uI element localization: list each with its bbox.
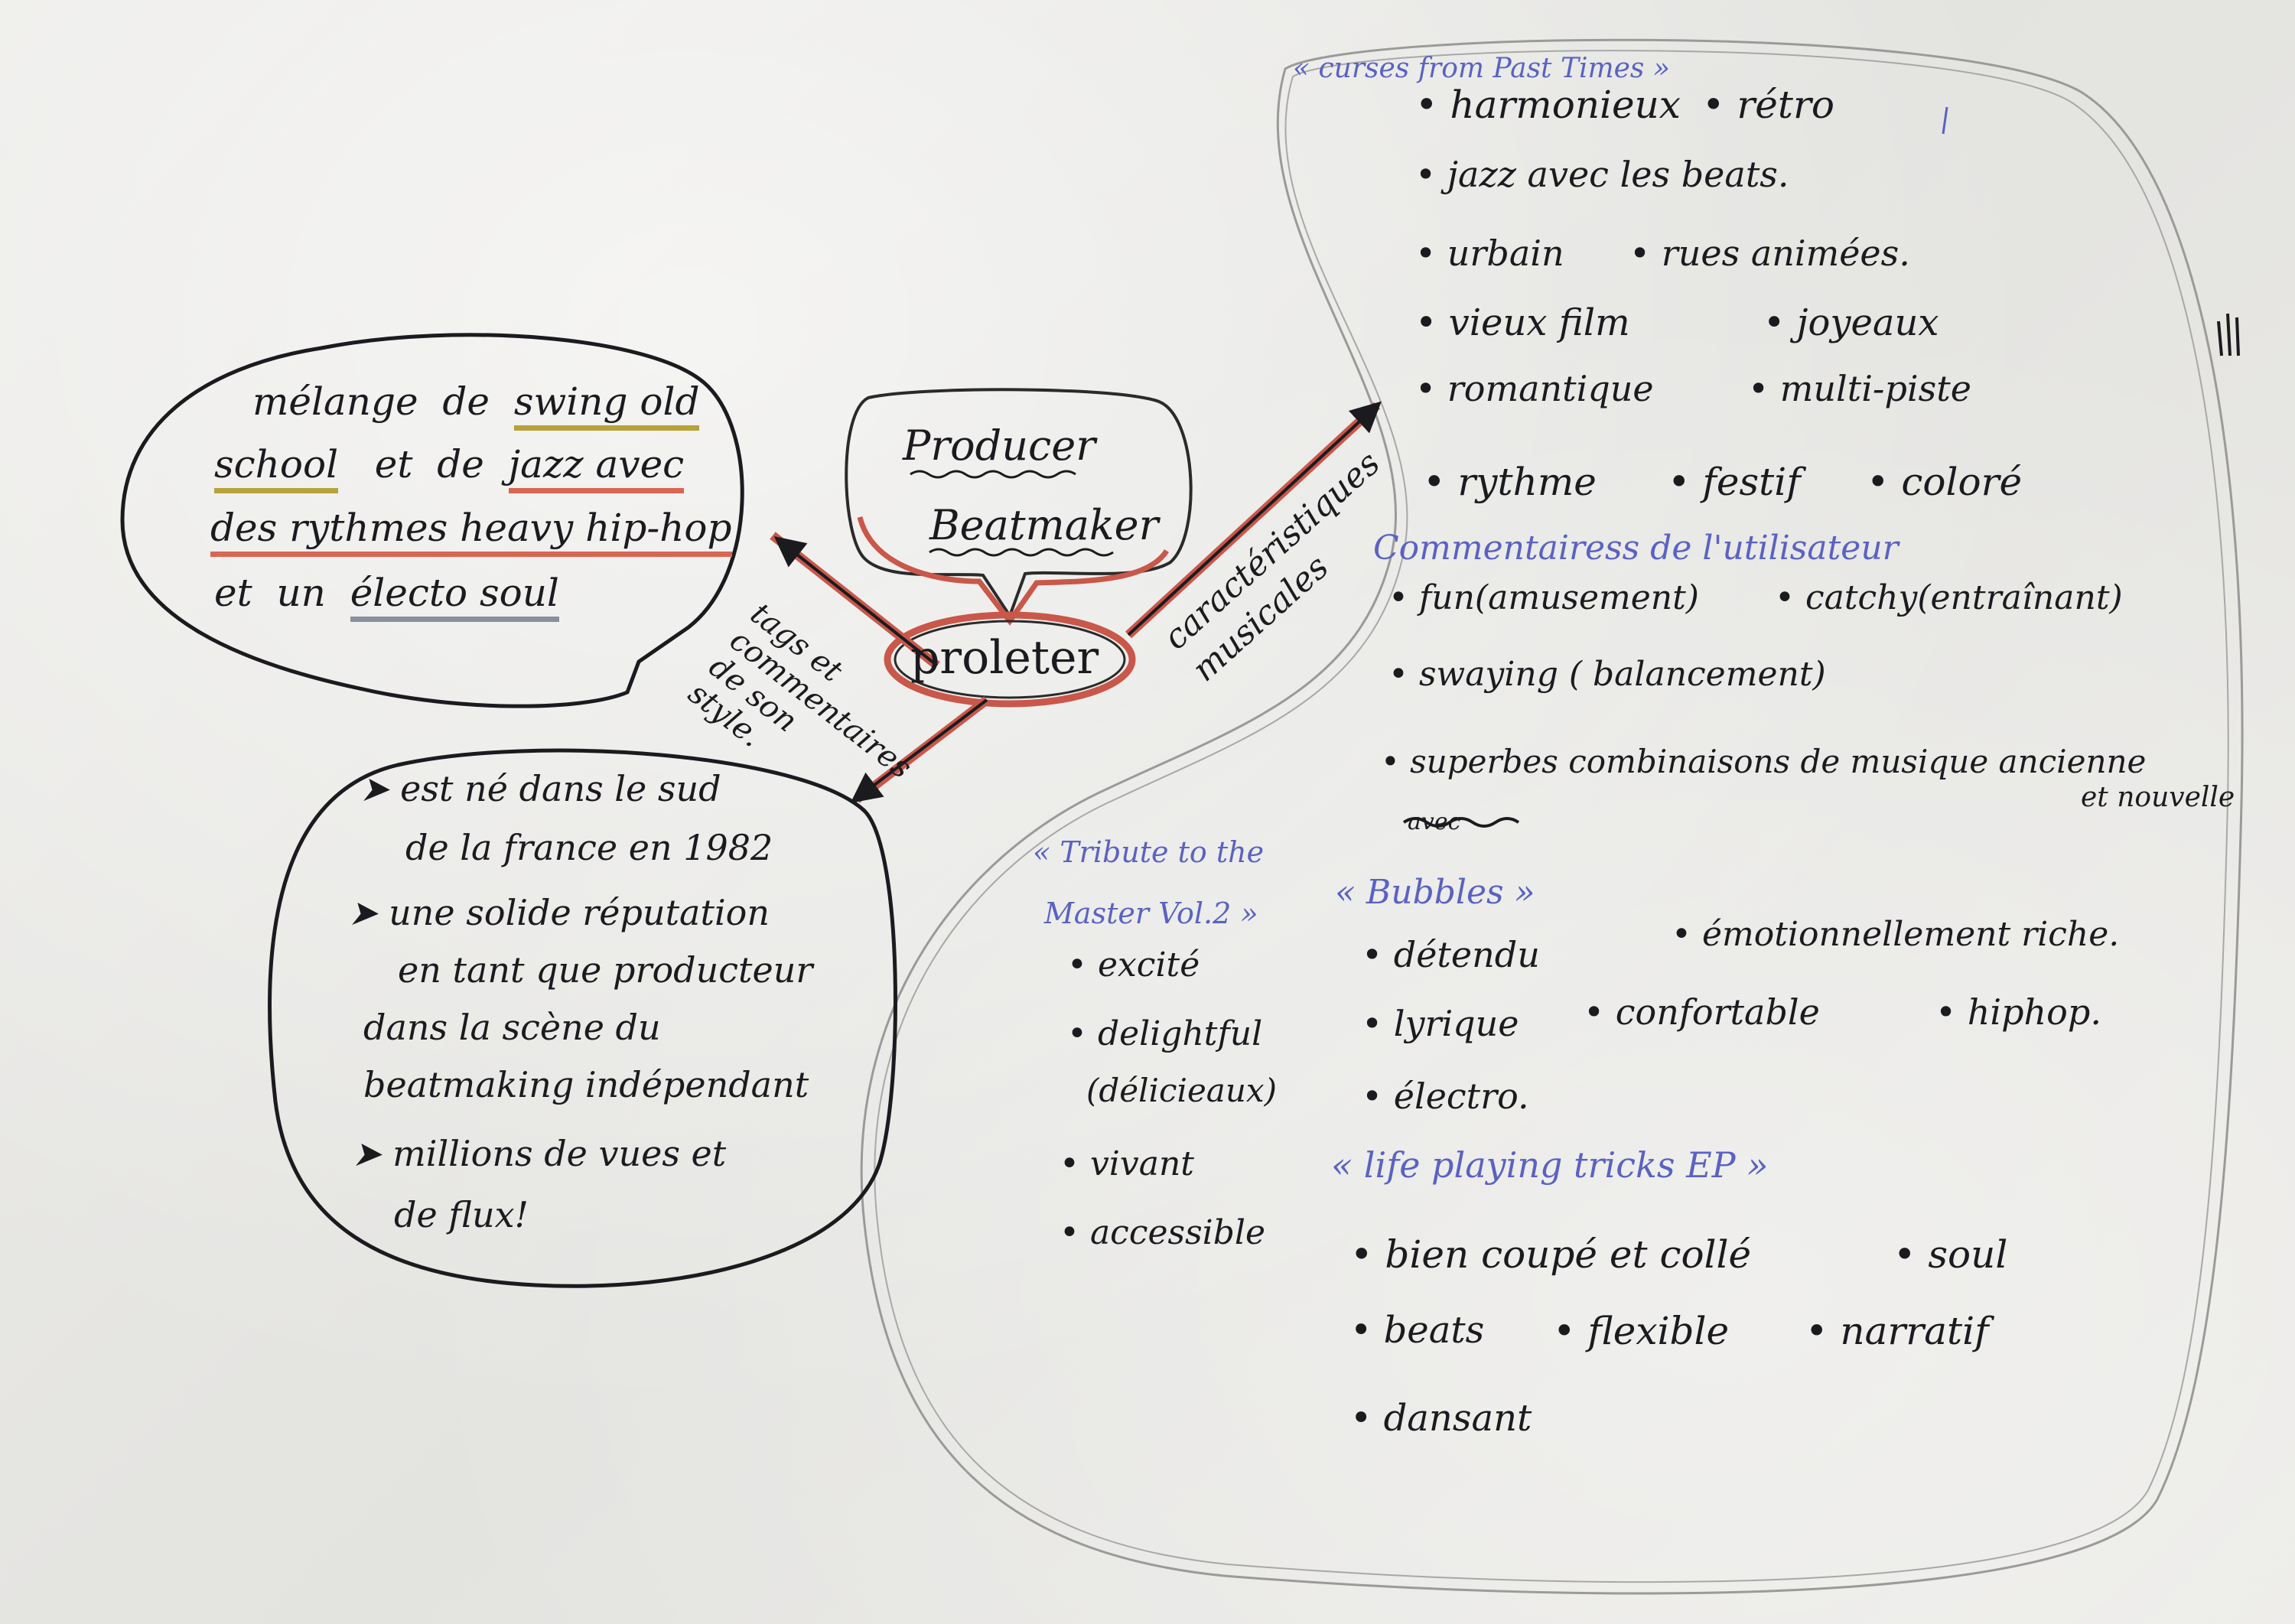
style-highlight-electo: électo soul xyxy=(350,571,559,622)
tag: romantique xyxy=(1447,368,1654,409)
bio-line: en tant que producteur xyxy=(398,949,813,991)
bio-line: de flux! xyxy=(394,1194,529,1235)
arrow-to-bio xyxy=(850,698,988,803)
bio-line: une solide réputation xyxy=(389,892,770,933)
tag: bien coupé et collé xyxy=(1385,1232,1752,1277)
comments-title: Commentairess de l'utilisateur xyxy=(1373,529,1899,568)
center-name: proleter xyxy=(910,631,1099,685)
album-title: « Bubbles » xyxy=(1335,873,1535,912)
tag: rétro xyxy=(1737,83,1834,127)
album-title: « life playing tricks EP » xyxy=(1331,1144,1769,1186)
comment: superbes combinaisons de musique ancienn… xyxy=(1410,743,2147,780)
tag: delightful xyxy=(1097,1014,1263,1053)
comment: catchy(entraînant) xyxy=(1805,578,2123,617)
tag: rythme xyxy=(1457,460,1597,504)
tag: narratif xyxy=(1840,1309,1989,1353)
bullet-arrow-icon: ➤ xyxy=(360,768,389,809)
tag: harmonieux xyxy=(1450,83,1681,127)
style-highlight-swing: swing old xyxy=(513,379,700,431)
tag: électro. xyxy=(1393,1076,1529,1117)
bio-line: millions de vues et xyxy=(392,1133,727,1174)
style-highlight-school: school xyxy=(214,442,339,493)
tag: excité xyxy=(1097,945,1200,984)
music-section-outline xyxy=(860,38,2244,1595)
tag: jazz avec les beats. xyxy=(1447,154,1789,195)
style-highlight-hiphop: des rythmes heavy hip-hop xyxy=(210,506,732,557)
bio-line: beatmaking indépendant xyxy=(363,1064,809,1105)
tag: joyeaux xyxy=(1796,301,1939,344)
style-bubble-outline xyxy=(120,333,744,708)
bullet-arrow-icon: ➤ xyxy=(348,892,378,933)
style-word: et xyxy=(374,442,413,487)
comment: swaying ( balancement) xyxy=(1418,655,1826,694)
album-title: « Tribute to the xyxy=(1033,835,1265,869)
style-highlight-jazz: jazz avec xyxy=(508,442,685,493)
tag: hiphop. xyxy=(1967,991,2101,1033)
tag: accessible xyxy=(1089,1213,1266,1252)
tag: vieux film xyxy=(1448,301,1630,344)
comment: et nouvelle xyxy=(2081,782,2235,813)
tag: urbain xyxy=(1447,233,1564,274)
tag: (délicieaux) xyxy=(1086,1072,1277,1109)
role-beatmaker: Beatmaker xyxy=(929,501,1159,549)
tag: beats xyxy=(1383,1309,1485,1352)
style-word: et xyxy=(214,571,252,615)
tag: rues animées. xyxy=(1661,233,1910,274)
style-word: de xyxy=(437,442,484,487)
bullet-arrow-icon: ➤ xyxy=(352,1133,382,1174)
tag: lyrique xyxy=(1393,1003,1519,1044)
style-word: mélange xyxy=(252,379,418,424)
album-title: « curses from Past Times » xyxy=(1293,53,1670,84)
comment-crossed-out: avec xyxy=(1408,809,1461,835)
center-oval xyxy=(884,611,1136,708)
tag: soul xyxy=(1928,1232,2008,1277)
tag: flexible xyxy=(1587,1309,1730,1353)
arrow-to-style xyxy=(773,536,939,667)
tag: vivant xyxy=(1089,1144,1194,1183)
tag: émotionnellement riche. xyxy=(1701,915,2120,954)
comment: fun(amusement) xyxy=(1418,578,1699,617)
bio-line: de la france en 1982 xyxy=(405,827,773,868)
arrow-to-music xyxy=(1127,401,1382,636)
style-word: de xyxy=(442,379,490,424)
tag: coloré xyxy=(1901,460,2023,504)
bio-bubble-outline xyxy=(268,748,897,1288)
style-word: un xyxy=(276,571,326,615)
tag: multi-piste xyxy=(1779,368,1971,409)
tag: confortable xyxy=(1615,991,1820,1033)
bio-line: est né dans le sud xyxy=(400,768,721,809)
album-title: Master Vol.2 » xyxy=(1044,897,1258,930)
tag: festif xyxy=(1702,460,1801,504)
tag: détendu xyxy=(1393,934,1540,975)
tag: dansant xyxy=(1383,1397,1532,1440)
role-producer: Producer xyxy=(903,421,1096,470)
bio-line: dans la scène du xyxy=(363,1007,661,1048)
